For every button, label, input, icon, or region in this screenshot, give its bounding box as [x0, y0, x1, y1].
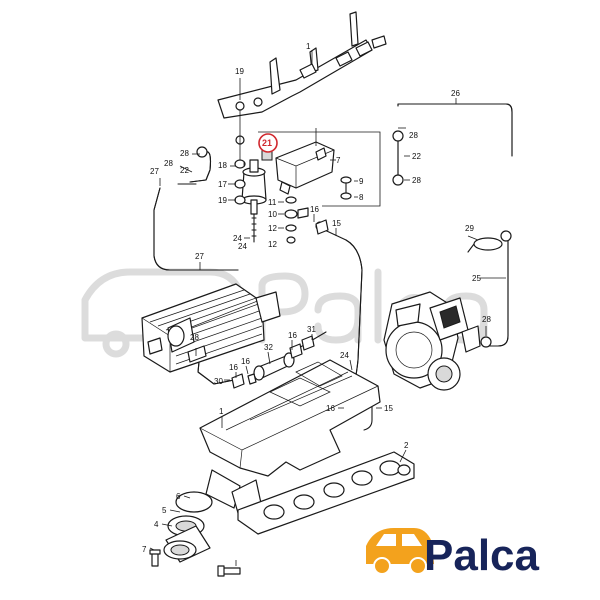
callout-28b: 28 [412, 176, 421, 185]
band-clamp [467, 237, 503, 253]
control-unit [275, 141, 335, 195]
highlight-label: 21 [262, 138, 272, 148]
callout-19b: 19 [218, 196, 227, 205]
manifold-gasket [237, 451, 415, 535]
callout-22: 22 [412, 152, 421, 161]
callout-24c: 24 [238, 242, 247, 251]
hoses [153, 103, 513, 431]
callout-22b: 22 [180, 166, 189, 175]
watermark-letter [314, 292, 362, 344]
bolts [149, 549, 241, 577]
callout-6: 6 [176, 492, 181, 501]
callout-16c: 16 [241, 357, 250, 366]
callout-31: 31 [307, 325, 316, 334]
highlighted-callout[interactable]: 21 [258, 133, 278, 153]
callout-15: 15 [332, 219, 341, 228]
callout-1: 1 [219, 407, 224, 416]
callout-16: 16 [310, 205, 319, 214]
watermark-wheel [102, 330, 130, 358]
callout-26: 26 [451, 89, 460, 98]
callout-24: 24 [233, 234, 242, 243]
callout-12: 10 [268, 210, 277, 219]
car-wheel [409, 557, 427, 575]
callout-24b: 24 [340, 351, 349, 360]
car-wheel [373, 557, 391, 575]
callout-16e: 16 [326, 404, 335, 413]
callout-9: 1 [306, 42, 311, 51]
car-window [402, 534, 422, 546]
callout-15b: 15 [384, 404, 393, 413]
callout-27: 27 [150, 167, 159, 176]
fuel-filter [241, 149, 273, 215]
connectors [187, 219, 329, 389]
callout-32: 32 [264, 343, 273, 352]
callout-4: 4 [154, 520, 159, 529]
fasteners [234, 135, 352, 244]
callout-5: 5 [162, 506, 167, 515]
callout-28c: 28 [180, 149, 189, 158]
callout-7: 7 [142, 545, 147, 554]
fuel-pump [253, 352, 295, 381]
leader-lines [149, 50, 506, 566]
watermark-letter [258, 272, 309, 344]
callout-30: 30 [214, 377, 223, 386]
callout-19: 19 [235, 67, 244, 76]
callout-labels: 1 19 18 17 19 7 9 8 11 10 12 12 16 15 24… [142, 42, 491, 554]
callout-25: 25 [472, 274, 481, 283]
callout-28: 28 [409, 131, 418, 140]
intercooler [141, 283, 281, 373]
callout-28d: 28 [164, 159, 173, 168]
callout-16d: 16 [229, 363, 238, 372]
callout-17: 17 [218, 180, 227, 189]
turbocharger [383, 291, 481, 391]
callout-14: 12 [268, 240, 277, 249]
callout-18: 18 [218, 161, 227, 170]
callout-28e: 28 [482, 315, 491, 324]
callout-2: 2 [404, 441, 409, 450]
callout-29: 29 [465, 224, 474, 233]
callout-28f: 28 [190, 333, 199, 342]
callout-13: 11 [268, 198, 277, 207]
throttle-flange [163, 491, 213, 563]
callout-16b: 16 [288, 331, 297, 340]
brand-logo[interactable]: Palca [366, 528, 540, 580]
callout-27b: 27 [195, 252, 204, 261]
car-window [376, 534, 396, 546]
callout-8: 7 [336, 156, 341, 165]
logo-text: Palca [424, 531, 540, 580]
mounting-bracket [217, 11, 387, 119]
callout-11: 9 [359, 177, 364, 186]
callout-10: 8 [359, 193, 364, 202]
callout-13b: 12 [268, 224, 277, 233]
